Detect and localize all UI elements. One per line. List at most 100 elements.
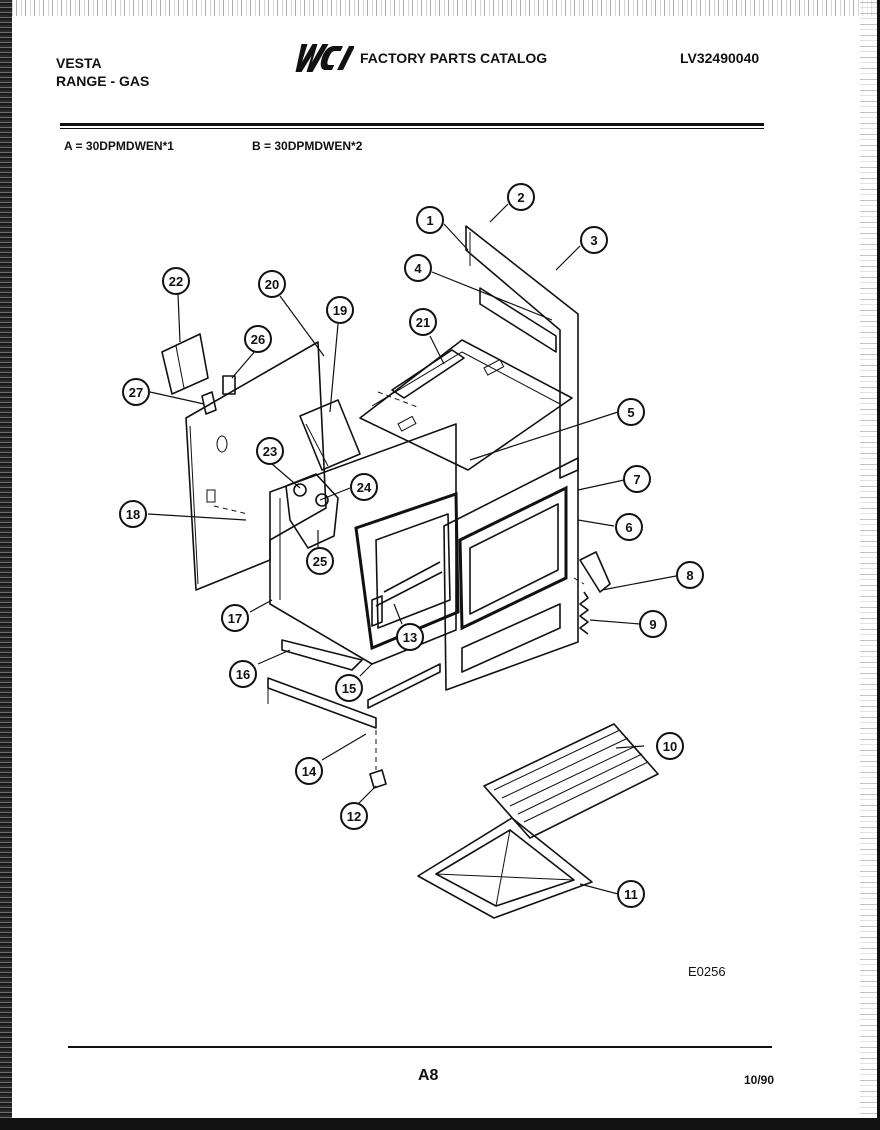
callout-number: 19 [333, 303, 347, 318]
callout-number: 18 [126, 507, 140, 522]
callout-circle [656, 732, 684, 760]
brand-name: VESTA [56, 55, 102, 71]
callout-circle [258, 270, 286, 298]
variant-b-label: B = 30DPMDWEN*2 [252, 139, 363, 153]
callout-circle [122, 378, 150, 406]
callout-circle [676, 561, 704, 589]
callout-11: 11 [617, 880, 645, 908]
callout-number: 6 [625, 520, 632, 535]
callout-4: 4 [404, 254, 432, 282]
callout-10: 10 [656, 732, 684, 760]
callout-number: 2 [517, 190, 524, 205]
callout-circle [244, 325, 272, 353]
catalog-title: FACTORY PARTS CATALOG [360, 50, 548, 66]
callout-circle [335, 674, 363, 702]
part-10-rack [483, 723, 659, 839]
callout-circle [409, 308, 437, 336]
part-11-broiler-pan [417, 817, 593, 919]
dashed-guides [213, 391, 585, 585]
callout-21: 21 [409, 308, 437, 336]
callout-number: 13 [403, 630, 417, 645]
part-12-foot [369, 730, 387, 789]
callout-circle [162, 267, 190, 295]
callout-circle [326, 296, 354, 324]
callout-bubbles: 1234567891011121314151617181920212223242… [119, 183, 704, 908]
part-26-clip [222, 375, 236, 395]
variant-a-label: A = 30DPMDWEN*1 [64, 139, 174, 153]
scan-edge-right-border [877, 0, 880, 1130]
scan-edge-bottom [0, 1118, 880, 1130]
callout-number: 1 [426, 213, 433, 228]
callout-circle [623, 465, 651, 493]
callout-number: 10 [663, 739, 677, 754]
callout-number: 7 [633, 472, 640, 487]
header-rule [60, 123, 764, 126]
callout-20: 20 [258, 270, 286, 298]
footer-rule [68, 1046, 772, 1048]
callout-number: 26 [251, 332, 265, 347]
callout-number: 5 [627, 405, 634, 420]
callout-circle [416, 206, 444, 234]
callout-9: 9 [639, 610, 667, 638]
callout-13: 13 [396, 623, 424, 651]
part-6-door [443, 457, 579, 691]
model-number: LV32490040 [680, 50, 760, 66]
callout-number: 12 [347, 809, 361, 824]
callout-number: 16 [236, 667, 250, 682]
part-22-bracket [161, 333, 209, 395]
callout-number: 24 [357, 480, 372, 495]
part-top-panel [359, 339, 573, 471]
callout-17: 17 [221, 604, 249, 632]
callout-number: 20 [265, 277, 279, 292]
part-23-25-burner-assembly [285, 473, 339, 549]
callout-27: 27 [122, 378, 150, 406]
callout-number: 9 [649, 617, 656, 632]
part-bottom-trays [267, 639, 441, 729]
header-rule-thin [60, 128, 764, 129]
callout-2: 2 [507, 183, 535, 211]
part-8-hinge [579, 551, 611, 593]
callout-number: 3 [590, 233, 597, 248]
callout-circle [615, 513, 643, 541]
callout-circle [396, 623, 424, 651]
callout-circle [580, 226, 608, 254]
callout-circle [340, 802, 368, 830]
diagram-code: E0256 [688, 964, 726, 979]
scan-edge-left [0, 0, 12, 1130]
callout-18: 18 [119, 500, 147, 528]
callout-12: 12 [340, 802, 368, 830]
callout-16: 16 [229, 660, 257, 688]
callout-15: 15 [335, 674, 363, 702]
page-number: A8 [418, 1067, 439, 1084]
callout-26: 26 [244, 325, 272, 353]
wci-logo [295, 44, 354, 72]
product-type: RANGE - GAS [56, 73, 150, 89]
scan-edge-top [12, 0, 880, 16]
callout-circle [507, 183, 535, 211]
callout-circle [617, 398, 645, 426]
callout-3: 3 [580, 226, 608, 254]
callout-24: 24 [350, 473, 378, 501]
callout-number: 4 [414, 261, 422, 276]
revision-date: 10/90 [744, 1073, 775, 1087]
part-oven-front-frame [269, 423, 460, 665]
callout-19: 19 [326, 296, 354, 324]
callout-number: 23 [263, 444, 277, 459]
leader-lines [147, 203, 677, 895]
part-inner-shelf [371, 561, 443, 627]
callout-circle [221, 604, 249, 632]
callout-circle [256, 437, 284, 465]
callout-number: 22 [169, 274, 183, 289]
callout-6: 6 [615, 513, 643, 541]
part-back-panel [465, 225, 579, 479]
callout-14: 14 [295, 757, 323, 785]
callout-circle [306, 547, 334, 575]
callout-25: 25 [306, 547, 334, 575]
callout-23: 23 [256, 437, 284, 465]
callout-number: 17 [228, 611, 242, 626]
callout-number: 11 [624, 887, 638, 902]
callout-number: 14 [302, 764, 317, 779]
scan-edge-right [860, 0, 880, 1130]
callout-number: 25 [313, 554, 327, 569]
